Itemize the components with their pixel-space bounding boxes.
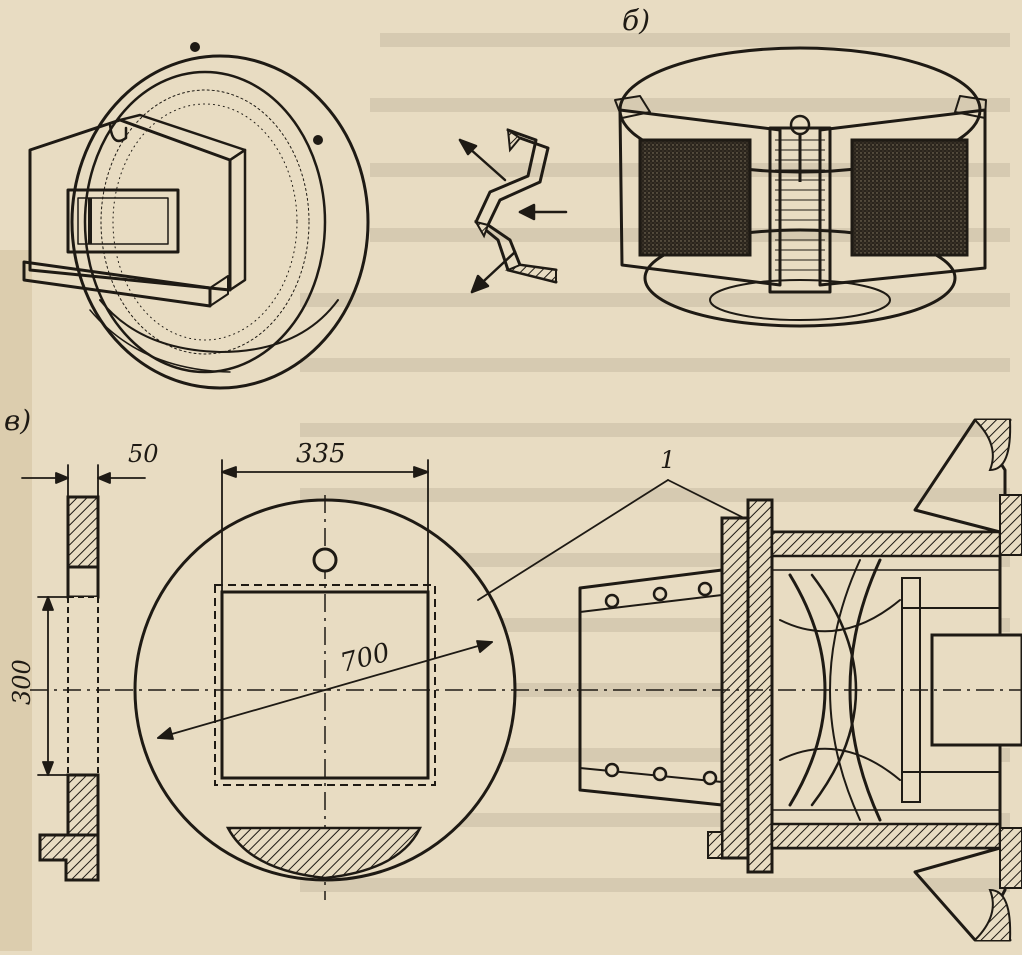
- panel-label-b: б): [622, 4, 650, 37]
- airflow-arrow-icon: [458, 138, 568, 294]
- panel-a-flange-perspective: [22, 42, 370, 390]
- dimension-diameter: [157, 640, 493, 740]
- flange-side-section: [30, 495, 110, 882]
- assembly-section-view: [578, 418, 1022, 942]
- window-cutout: [220, 590, 430, 780]
- callout-number: 1: [660, 446, 675, 474]
- dimension-window-width: [221, 459, 429, 593]
- callout-leader: [477, 479, 749, 601]
- dimension-window-height: [37, 596, 71, 776]
- dimension-flange-thickness: [21, 464, 146, 501]
- panel-label-c: в): [4, 404, 31, 437]
- panel-c-front-view: в) 50 300: [4, 404, 749, 900]
- bolt-hole: [312, 547, 338, 573]
- dimension-window-width-label: 335: [296, 439, 346, 469]
- bottom-segment-section: [225, 826, 422, 880]
- rivet-row: [604, 581, 718, 786]
- dimension-window-height-label: 300: [8, 659, 36, 705]
- window-cutout-hidden-edge: [214, 584, 436, 786]
- flange-section-left: [720, 516, 750, 860]
- panel-b-diffuser-head: б): [614, 4, 987, 328]
- flow-section-sketch: [458, 127, 568, 294]
- flange-section-right: [746, 498, 774, 874]
- dimension-flange-thickness-label: 50: [128, 440, 159, 468]
